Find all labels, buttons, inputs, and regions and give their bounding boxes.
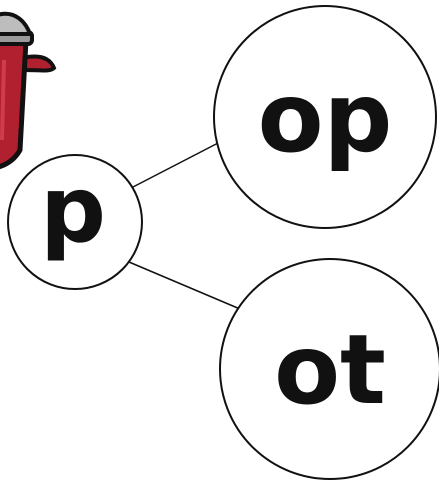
connector-line-bottom: [128, 261, 241, 310]
rime-word-ot: ot: [274, 314, 386, 426]
rime-word-op: op: [258, 62, 393, 174]
onset-bubble: p: [7, 154, 143, 290]
onset-letter: p: [40, 157, 106, 264]
connector-line-top: [132, 141, 221, 188]
rime-bubble-ot: ot: [219, 258, 439, 480]
pot-icon: [0, 11, 57, 170]
rime-bubble-op: op: [213, 5, 437, 229]
